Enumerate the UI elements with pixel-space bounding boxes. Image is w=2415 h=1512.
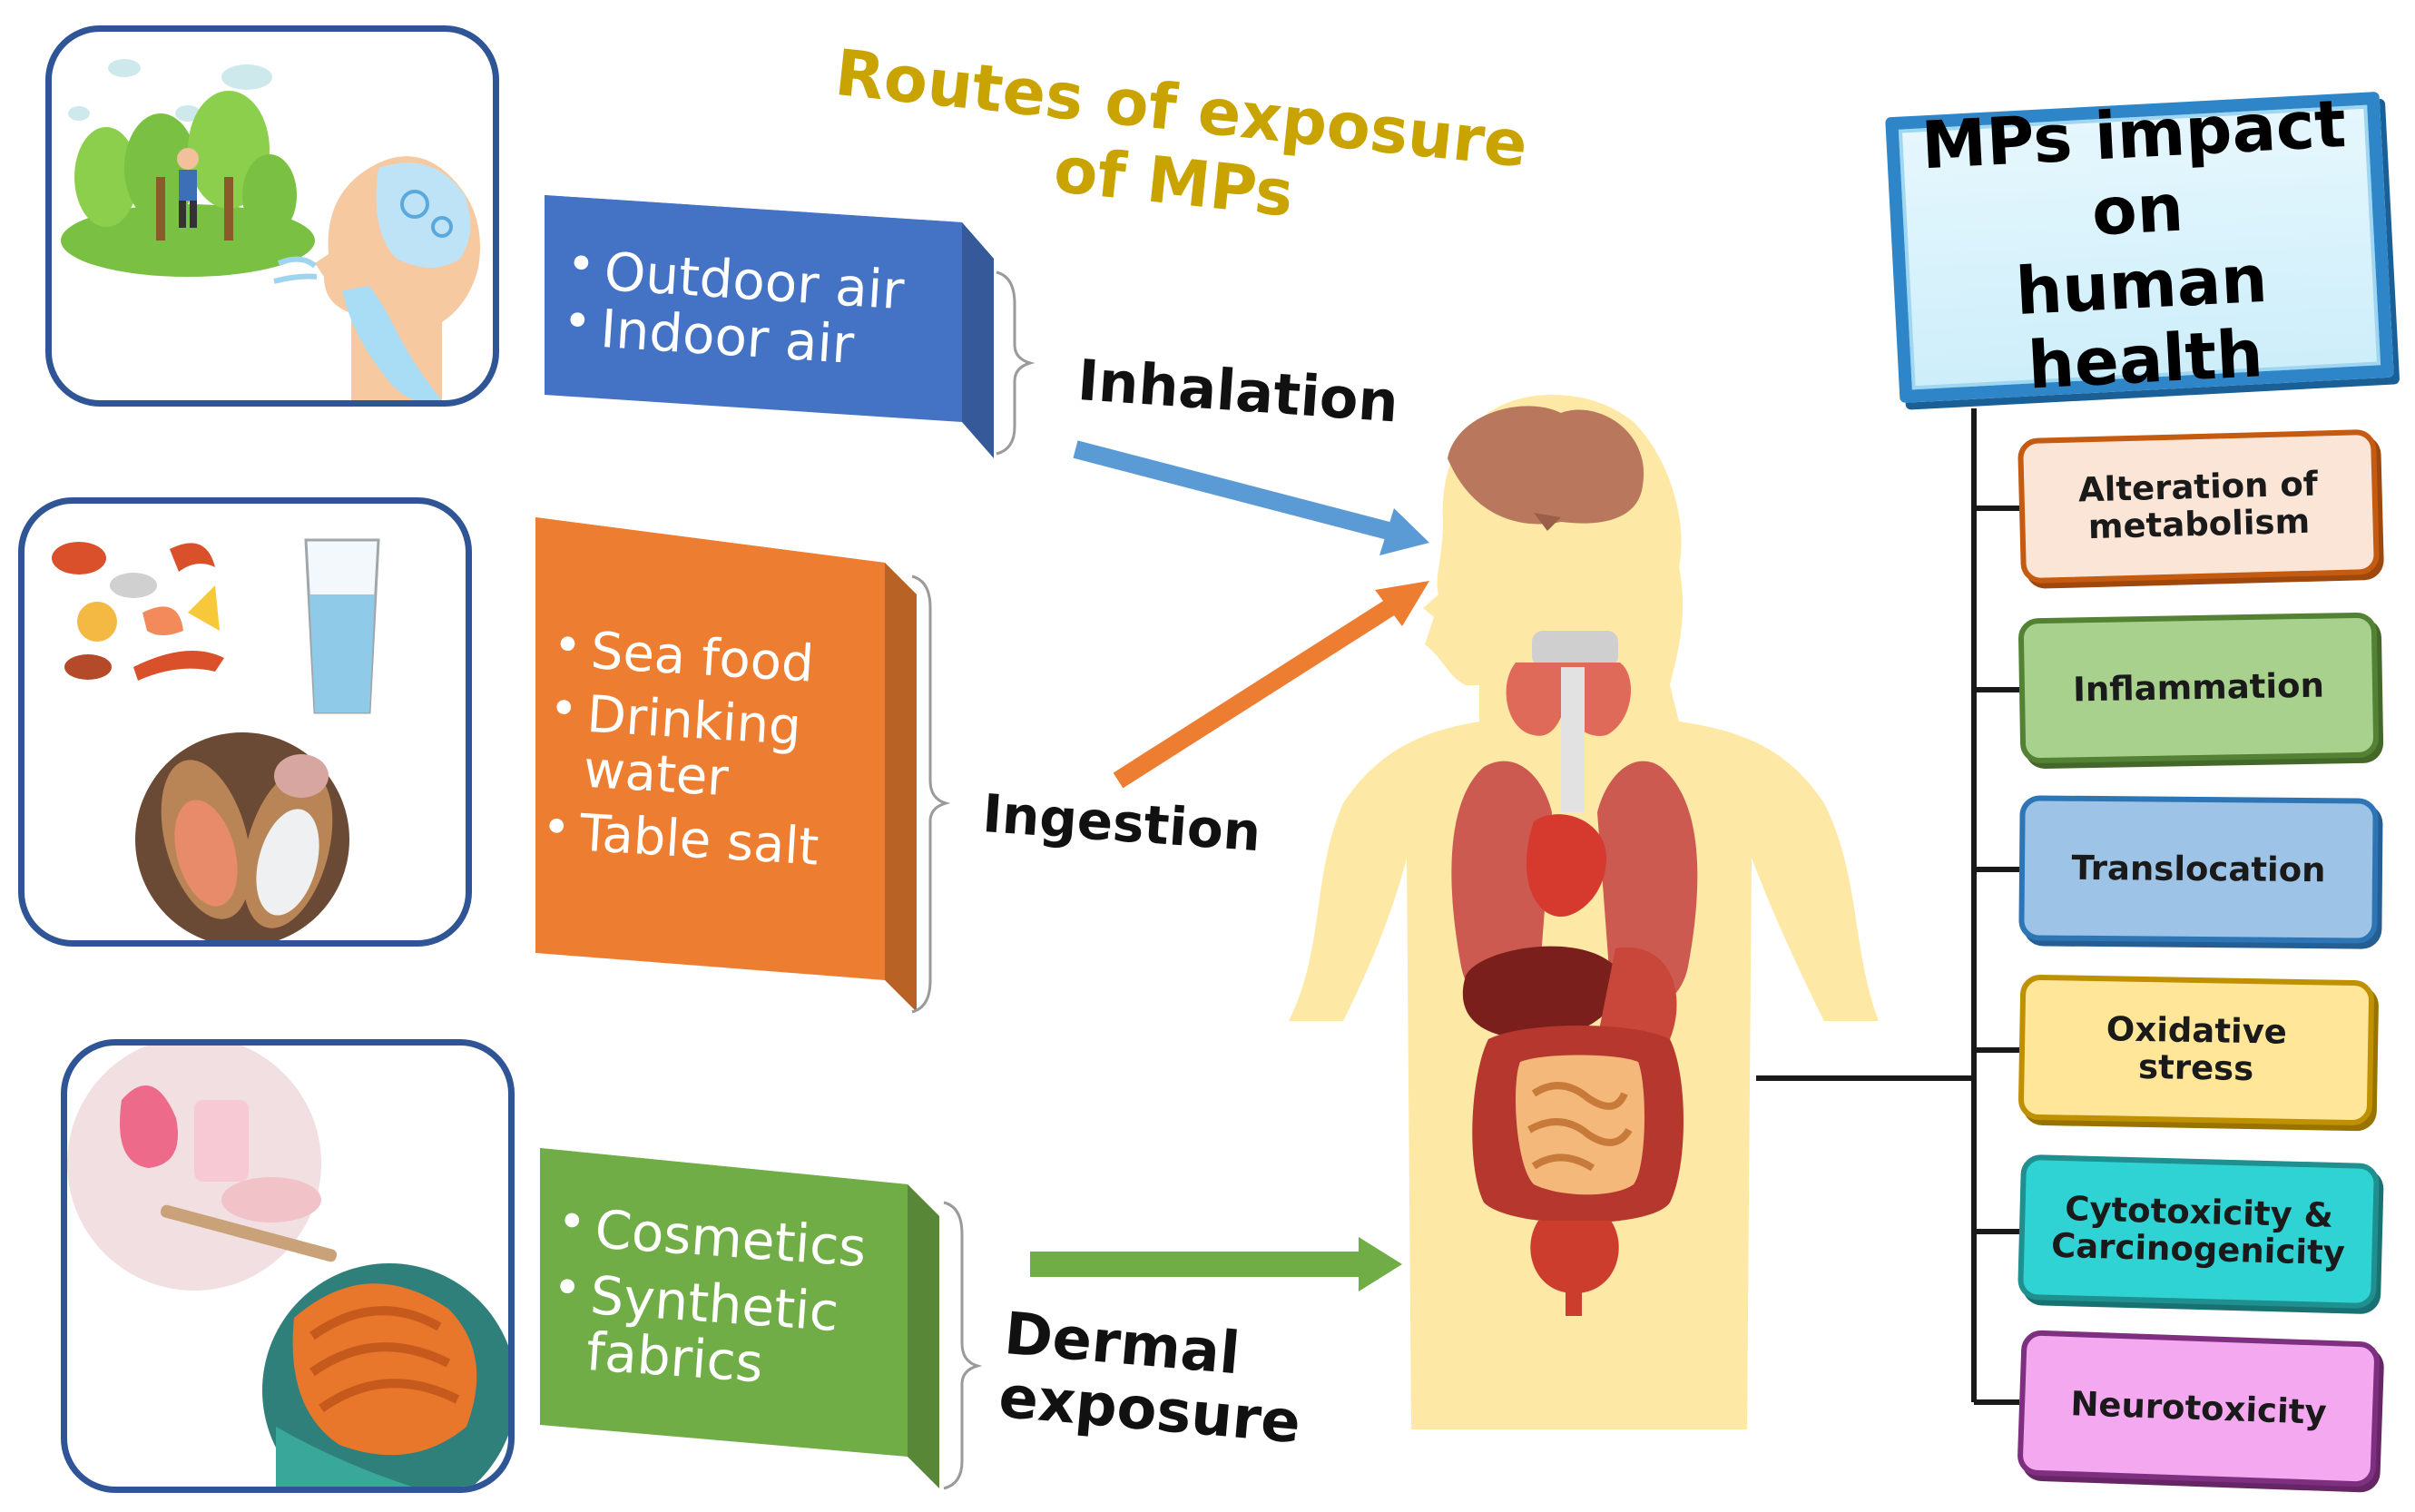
- effect-label: Alteration of metabolism: [2077, 464, 2319, 547]
- inhalation-box-side: [962, 222, 994, 458]
- effect-box-inflammation: Inflammation: [2017, 612, 2380, 764]
- dermal-picture-frame: [61, 1039, 515, 1493]
- effect-box-metabolism: Alteration of metabolism: [2017, 428, 2381, 584]
- impact-title-line-2: human health: [2013, 240, 2270, 404]
- effect-label: Translocation: [2071, 848, 2326, 889]
- effect-box-cytotoxicity: Cytotoxicity & Carcinogenicity: [2017, 1154, 2381, 1310]
- dermal-arrow: [1030, 1237, 1402, 1291]
- effect-box-translocation: Translocation: [2018, 795, 2379, 944]
- inhalation-arrow: [1073, 440, 1429, 555]
- food-and-water-icon: [52, 538, 380, 940]
- effect-label: Inflammation: [2072, 665, 2325, 710]
- impact-header-box: MPs impact on human health: [1885, 85, 2394, 404]
- ingestion-picture-frame: [18, 497, 472, 947]
- dermal-sources-box: Cosmetics Synthetic fabrics: [540, 1148, 939, 1488]
- cosmetics-and-fabric-icon: [67, 1046, 508, 1487]
- effect-label: Cytotoxicity & Carcinogenicity: [2050, 1189, 2346, 1273]
- inhalation-picture-frame: [45, 25, 499, 407]
- effect-box-oxidative-stress: Oxidative stress: [2017, 974, 2375, 1126]
- dermal-box-side: [908, 1184, 939, 1488]
- ingestion-arrow: [1113, 581, 1429, 789]
- ingestion-sources-box: Sea food Drinking water Table salt: [535, 517, 917, 1012]
- effect-box-neurotoxicity: Neurotoxicity: [2017, 1330, 2381, 1487]
- effect-label: Neurotoxicity: [2069, 1383, 2328, 1432]
- impact-title-line-1: MPs impact on: [1919, 84, 2348, 250]
- human-body-icon: [1289, 395, 1879, 1429]
- breathing-person-icon: [61, 59, 480, 400]
- impact-header-text: MPs impact on human health: [1898, 85, 2382, 410]
- effect-label: Oxidative stress: [2106, 1009, 2288, 1089]
- inhalation-sources-box: Outdoor air Indoor air: [545, 195, 994, 458]
- ingestion-box-side: [885, 563, 917, 1012]
